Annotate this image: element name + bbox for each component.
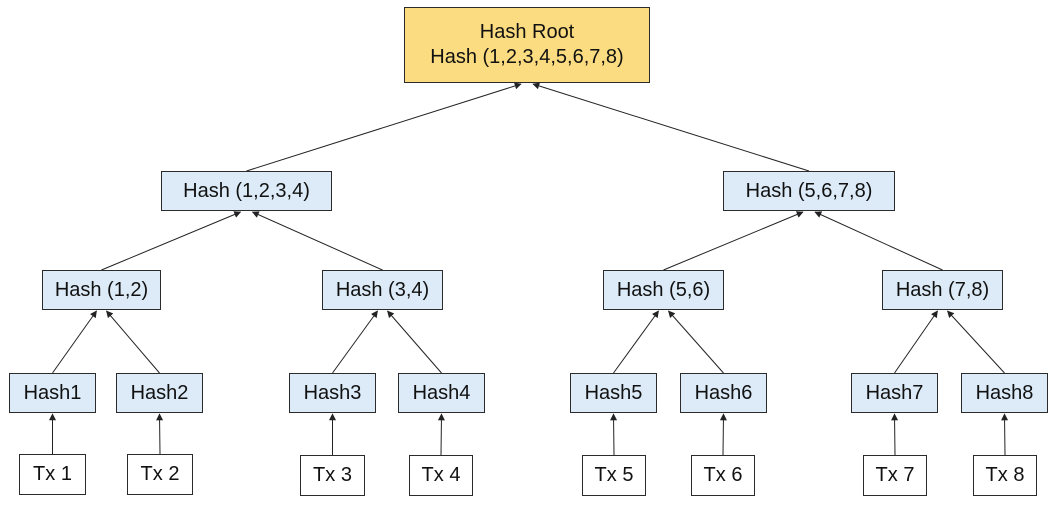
node-label: Hash7 <box>865 381 924 404</box>
edge-tx7-to-hash7 <box>891 413 899 456</box>
node-hash4: Hash4 <box>398 373 485 413</box>
node-h56: Hash (5,6) <box>603 270 724 310</box>
edge-hash2-to-h12 <box>106 310 160 374</box>
node-label: Hash4 <box>412 381 471 404</box>
node-label: Hash8 <box>975 381 1034 404</box>
node-hash7: Hash7 <box>851 373 938 413</box>
node-tx3: Tx 3 <box>300 455 365 496</box>
node-h1234: Hash (1,2,3,4) <box>161 171 332 211</box>
edge-hash5-to-h56 <box>613 310 659 374</box>
node-label: Tx 1 <box>33 463 72 485</box>
node-label: Tx 6 <box>703 464 743 486</box>
node-h5678: Hash (5,6,7,8) <box>723 171 895 211</box>
edge-h34-to-h1234 <box>251 211 383 271</box>
node-label: Hash (1,2,3,4,5,6,7,8) <box>430 46 624 68</box>
edge-h1234-to-root <box>246 82 522 172</box>
node-tx1: Tx 1 <box>19 454 86 495</box>
edge-hash4-to-h34 <box>387 310 442 374</box>
node-hash5: Hash5 <box>570 373 657 413</box>
node-label: Hash2 <box>130 381 189 404</box>
edge-hash6-to-h56 <box>668 310 724 374</box>
edge-h78-to-h5678 <box>814 211 943 271</box>
edge-tx4-to-hash4 <box>437 413 445 456</box>
node-label: Tx 8 <box>985 464 1025 486</box>
edge-hash1-to-h12 <box>52 310 97 374</box>
node-label: Hash (7,8) <box>895 278 990 301</box>
node-label: Hash (1,2) <box>54 278 149 301</box>
node-tx6: Tx 6 <box>691 455 755 496</box>
node-label: Tx 4 <box>421 464 461 486</box>
edge-tx5-to-hash5 <box>610 413 618 456</box>
node-label: Hash (3,4) <box>335 278 430 301</box>
node-h12: Hash (1,2) <box>42 270 161 310</box>
node-hash2: Hash2 <box>116 373 203 413</box>
node-label: Hash3 <box>303 381 362 404</box>
node-tx8: Tx 8 <box>973 455 1037 496</box>
node-tx2: Tx 2 <box>127 454 193 495</box>
node-tx5: Tx 5 <box>582 455 646 496</box>
node-label: Tx 2 <box>140 463 180 485</box>
edge-tx2-to-hash2 <box>156 413 164 455</box>
node-label: Hash Root <box>479 21 575 43</box>
node-label: Hash (1,2,3,4) <box>183 179 310 202</box>
edge-h5678-to-root <box>532 82 810 172</box>
node-h34: Hash (3,4) <box>322 270 443 310</box>
node-label: Tx 5 <box>594 464 634 486</box>
edge-tx6-to-hash6 <box>719 413 727 456</box>
edge-hash3-to-h34 <box>332 310 378 374</box>
edge-h56-to-h5678 <box>663 211 804 271</box>
edge-tx8-to-hash8 <box>1001 413 1009 456</box>
node-hash6: Hash6 <box>680 373 767 413</box>
node-label: Tx 3 <box>313 464 352 486</box>
node-hash3: Hash3 <box>289 373 376 413</box>
node-label: Hash (5,6) <box>616 278 711 301</box>
node-hash8: Hash8 <box>961 373 1048 413</box>
node-h78: Hash (7,8) <box>882 270 1003 310</box>
node-label: Hash (5,6,7,8) <box>745 179 873 202</box>
node-label: Hash5 <box>584 381 643 404</box>
edge-hash7-to-h78 <box>894 310 938 374</box>
node-label: Hash1 <box>23 381 82 404</box>
node-label: Tx 7 <box>875 464 915 486</box>
node-label: Hash6 <box>694 381 753 404</box>
node-tx4: Tx 4 <box>409 455 473 496</box>
node-hash1: Hash1 <box>9 373 96 413</box>
edge-hash8-to-h78 <box>947 310 1005 374</box>
node-tx7: Tx 7 <box>863 455 927 496</box>
edge-h12-to-h1234 <box>101 211 242 271</box>
